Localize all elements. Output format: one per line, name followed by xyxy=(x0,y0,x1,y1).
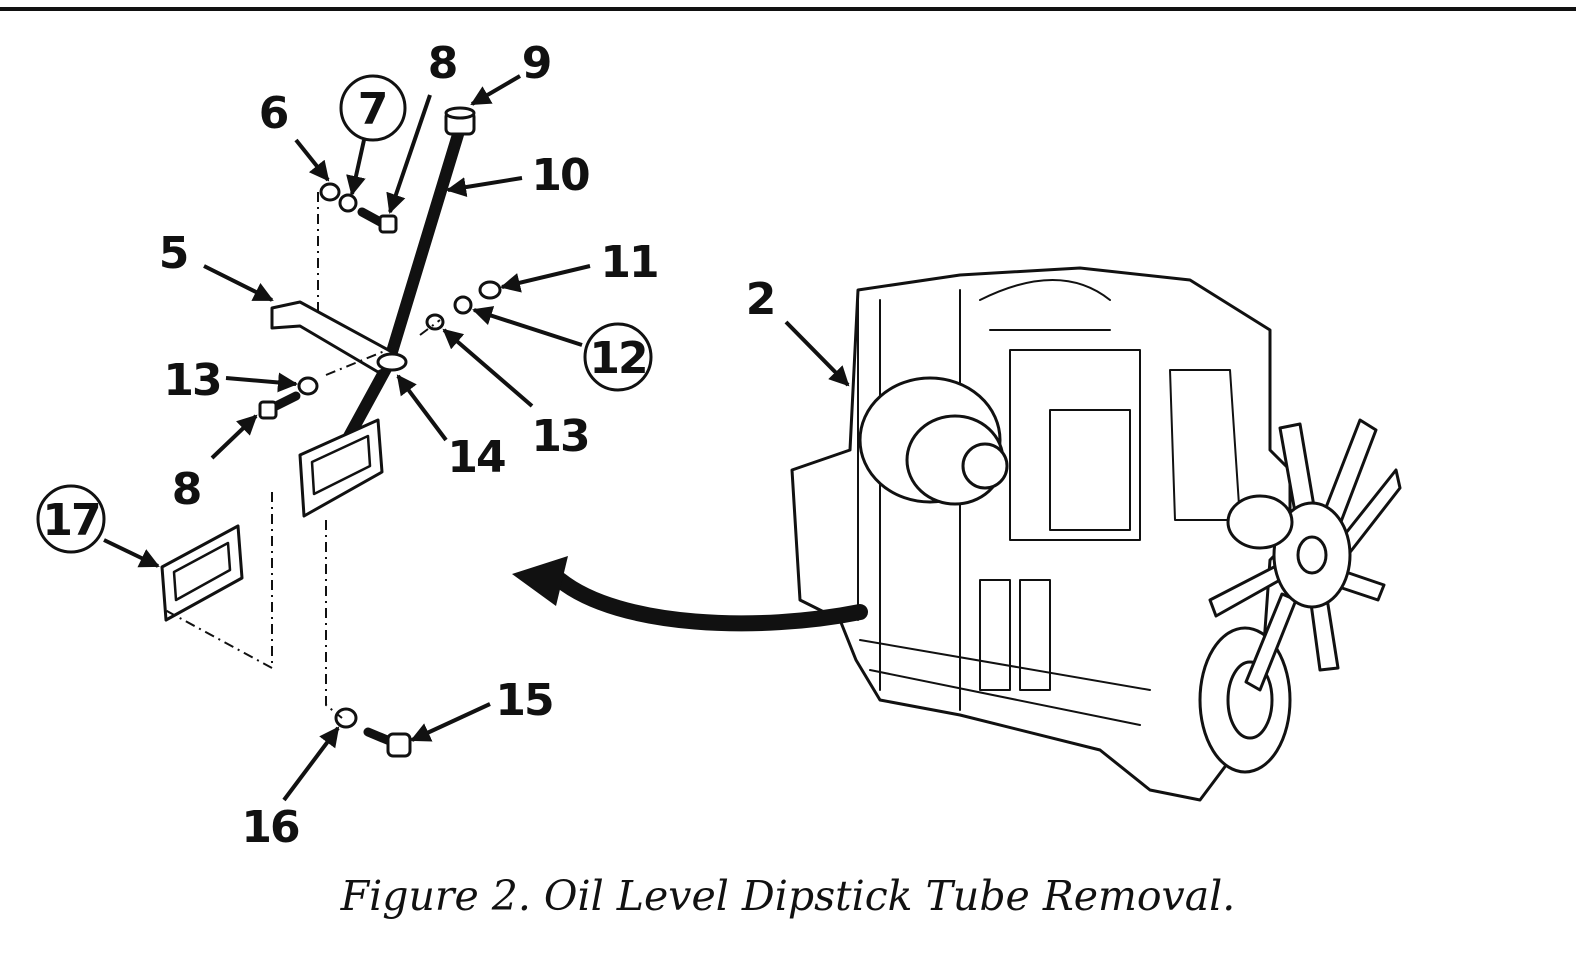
callout-13-left: 13 xyxy=(163,355,220,406)
callout-14: 14 xyxy=(447,432,505,483)
turbocharger xyxy=(858,376,1009,506)
dipstick-cap xyxy=(444,106,476,136)
callout-17: 17 xyxy=(42,495,99,546)
leader-8-lower xyxy=(210,414,258,460)
callout-8-upper: 8 xyxy=(428,38,459,89)
leader-9 xyxy=(470,74,522,106)
leader-7 xyxy=(346,139,366,196)
leader-14 xyxy=(396,374,448,442)
leader-17 xyxy=(103,538,160,568)
leader-12 xyxy=(472,306,583,347)
lockwasher-7 xyxy=(338,193,358,213)
nut-11 xyxy=(478,280,502,300)
location-arrowhead xyxy=(512,556,568,606)
washer-13-left xyxy=(297,376,319,396)
leader-16 xyxy=(282,726,340,802)
bolt-8-upper xyxy=(357,207,398,234)
callout-circle-12 xyxy=(583,322,653,392)
callout-8-lower: 8 xyxy=(172,464,203,515)
callout-10: 10 xyxy=(531,150,589,201)
leader-10 xyxy=(446,176,523,197)
callout-15: 15 xyxy=(495,675,552,726)
tube-bracket xyxy=(270,300,394,374)
leader-5 xyxy=(203,264,274,302)
location-arrow xyxy=(552,572,868,632)
callout-6: 6 xyxy=(259,88,290,139)
callout-13-right: 13 xyxy=(531,411,588,462)
callout-5: 5 xyxy=(159,228,190,279)
exploded-parts-view xyxy=(160,106,502,758)
leader-2 xyxy=(784,320,850,387)
callout-12: 12 xyxy=(589,333,646,384)
tube-clamp xyxy=(376,352,408,372)
callout-7: 7 xyxy=(358,84,389,135)
leader-arrows xyxy=(103,74,850,802)
callout-circle-7 xyxy=(339,74,407,142)
callout-16: 16 xyxy=(241,802,299,853)
leader-15 xyxy=(410,702,491,742)
leader-8-upper xyxy=(386,94,432,214)
washer-13-right xyxy=(425,313,445,331)
callout-9: 9 xyxy=(522,38,553,89)
bolt-15 xyxy=(363,727,412,758)
callout-2: 2 xyxy=(746,274,777,325)
washer-16 xyxy=(334,707,358,729)
engine-assembly xyxy=(790,266,1402,802)
figure-caption: Figure 2. Oil Level Dipstick Tube Remova… xyxy=(340,872,1236,920)
cooling-fan xyxy=(1208,418,1402,692)
bolt-8-lower xyxy=(258,391,301,420)
leader-13-left xyxy=(225,372,298,393)
leader-11 xyxy=(500,264,591,293)
leader-13-right xyxy=(442,328,534,408)
callout-11: 11 xyxy=(600,237,657,288)
nut-6 xyxy=(319,182,341,202)
callout-circle-17 xyxy=(36,484,106,554)
lockwasher-12 xyxy=(453,295,473,315)
leader-6 xyxy=(294,138,330,182)
